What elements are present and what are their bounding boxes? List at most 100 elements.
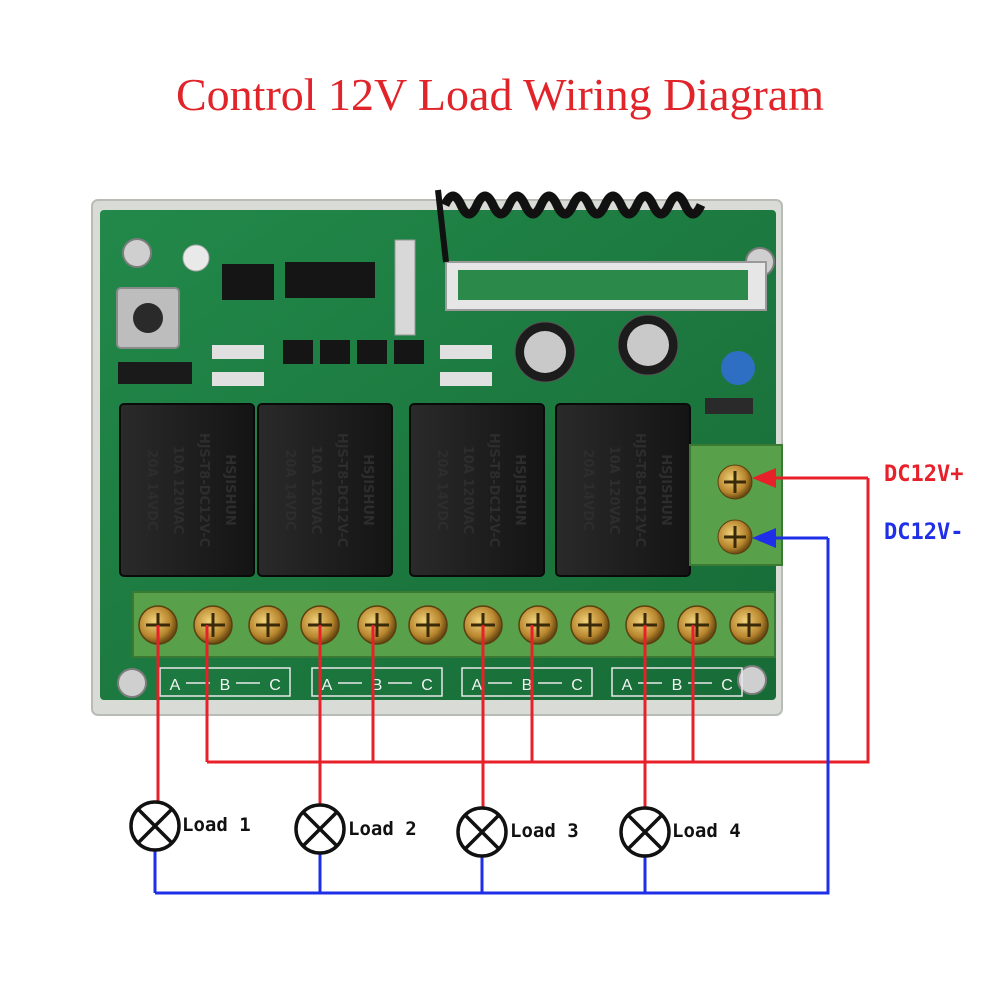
output-screw-3 (248, 605, 288, 645)
power-input-terminal (689, 444, 783, 566)
relay-3: HSJISHUN HJS-T8-DC12V-C 10A 120VAC 20A 14VD… (409, 403, 545, 577)
lamp-3 (456, 806, 508, 858)
relay-text-2: 10A 120VAC (308, 446, 323, 535)
relay-text-3: 20A 14VDC (144, 449, 159, 530)
terminal-block-body (132, 591, 776, 658)
dc12v-positive-label: DC12V+ (884, 462, 964, 487)
lamp-1 (129, 800, 181, 852)
relays: HSJISHUN HJS-T8-DC12V-C 10A 120VAC 20A 14VD… (119, 403, 691, 577)
abc-frame (611, 667, 743, 697)
relay-marking: HSJISHUN HJS-T8-DC12V-C 10A 120VAC 20A 14VD… (434, 433, 527, 547)
load-1-label: Load 1 (182, 814, 251, 836)
relay-text-1: HJS-T8-DC12V-C (334, 433, 349, 547)
dc12v-negative-label: DC12V- (884, 520, 964, 545)
abc-label-group-2: A B C (311, 667, 443, 697)
terminal-letter: B (220, 677, 231, 694)
relay-text-1: HJS-T8-DC12V-C (196, 433, 211, 547)
terminal-letter: C (421, 677, 433, 694)
ic-chip (222, 264, 274, 300)
output-screw-12 (729, 605, 769, 645)
ceramic-capacitor (721, 351, 755, 385)
smd-diode (440, 372, 492, 386)
relay-text-3: 20A 14VDC (434, 449, 449, 530)
transistor (283, 340, 313, 364)
antenna-coil (435, 189, 706, 263)
relay-text-3: 20A 14VDC (580, 449, 595, 530)
smd-diode (212, 345, 264, 359)
smd-diode (212, 372, 264, 386)
terminal-letter: C (571, 677, 583, 694)
relay-text-0: HSJISHUN (658, 454, 673, 526)
lamp-4 (619, 806, 671, 858)
learn-button-cap (133, 303, 163, 333)
positive-wiring (156, 468, 870, 808)
diode (705, 398, 753, 414)
transistor (320, 340, 350, 364)
relay-text-2: 10A 120VAC (170, 446, 185, 535)
output-screw-2 (193, 605, 233, 645)
output-screw-9 (570, 605, 610, 645)
negative-arrow (752, 528, 776, 548)
load-4-label: Load 4 (672, 820, 741, 842)
relay-text-2: 10A 120VAC (606, 446, 621, 535)
terminal-letter: A (170, 677, 181, 694)
terminal-letter: B (672, 677, 683, 694)
relay-text-0: HSJISHUN (360, 454, 375, 526)
diagram-title: Control 12V Load Wiring Diagram (175, 69, 825, 120)
relay-text-0: HSJISHUN (512, 454, 527, 526)
relay-text-3: 20A 14VDC (282, 449, 297, 530)
abc-frame (159, 667, 291, 697)
capacitor-top (524, 331, 566, 373)
capacitor-top (627, 324, 669, 366)
ic-chip (285, 262, 375, 298)
output-screw-8 (518, 605, 558, 645)
relay-1: HSJISHUN HJS-T8-DC12V-C 10A 120VAC 20A 14VD… (119, 403, 255, 577)
relay-text-2: 10A 120VAC (460, 446, 475, 535)
abc-frame (311, 667, 443, 697)
terminal-letter: A (622, 677, 633, 694)
relay-2: HSJISHUN HJS-T8-DC12V-C 10A 120VAC 20A 14VD… (257, 403, 393, 577)
relay-text-0: HSJISHUN (222, 454, 237, 526)
terminal-letter: C (721, 677, 733, 694)
output-screw-6 (408, 605, 448, 645)
loads (129, 800, 671, 858)
output-screw-5 (357, 605, 397, 645)
relay-body (409, 403, 545, 577)
lamp-cross (464, 814, 500, 850)
positive-arrow (752, 468, 776, 488)
lamp-cross (627, 814, 663, 850)
relay-marking: HSJISHUN HJS-T8-DC12V-C 10A 120VAC 20A 14VD… (282, 433, 375, 547)
terminal-letter: A (322, 677, 333, 694)
output-screw-11 (677, 605, 717, 645)
terminal-letter: B (372, 677, 383, 694)
relay-body (119, 403, 255, 577)
abc-frame (461, 667, 593, 697)
lamp-cross (137, 808, 173, 844)
resistor-array (394, 239, 416, 336)
mount-screw (737, 665, 767, 695)
lamp-2 (294, 803, 346, 855)
terminal-letter: B (522, 677, 533, 694)
transistor (357, 340, 387, 364)
negative-wiring (153, 528, 830, 895)
abc-label-group-3: A B C (461, 667, 593, 697)
rf-module-pcb (458, 270, 748, 300)
load-2-label: Load 2 (348, 818, 417, 840)
relay-marking: HSJISHUN HJS-T8-DC12V-C 10A 120VAC 20A 14VD… (144, 433, 237, 547)
positive-bus-wire (207, 478, 870, 764)
mount-screw (122, 238, 152, 268)
mount-screw (117, 668, 147, 698)
status-led (182, 244, 210, 272)
load-3-label: Load 3 (510, 820, 579, 842)
abc-label-group-4: A B C (611, 667, 743, 697)
relay-text-1: HJS-T8-DC12V-C (486, 433, 501, 547)
jumper-header (118, 362, 192, 384)
terminal-letter: A (472, 677, 483, 694)
relay-body (257, 403, 393, 577)
lamp-cross (302, 811, 338, 847)
